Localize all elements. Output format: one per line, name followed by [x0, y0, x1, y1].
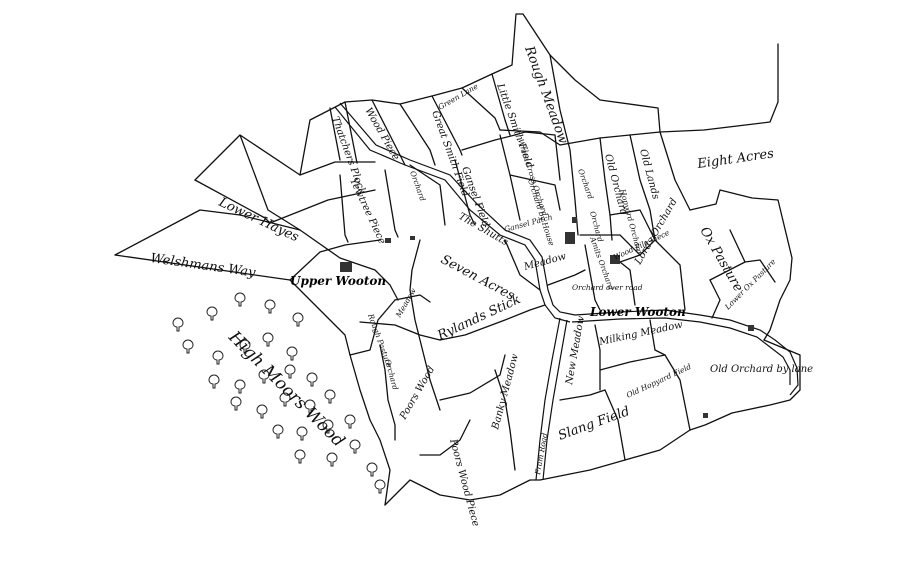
tree-icon: [234, 292, 246, 307]
tree-icon: [264, 299, 276, 314]
tree-icon: [182, 339, 194, 354]
field-welshmans-way: Welshmans Way: [149, 251, 256, 281]
tree-icon: [366, 462, 378, 477]
building: [340, 262, 352, 272]
field-lower-hayes: Lower Hayes: [215, 195, 301, 246]
building: [610, 255, 620, 264]
tree-icon: [279, 392, 291, 407]
tree-icon: [272, 424, 284, 439]
field-thatchers-plock: Thatchers Plock: [329, 115, 367, 196]
field-poors-wood: Poors Wood: [398, 364, 438, 422]
tree-icon: [322, 419, 334, 434]
field-old-orchard-by-lane: Old Orchard by lane: [710, 364, 813, 375]
field-fram-road: Fram Road: [533, 432, 549, 476]
building: [703, 413, 708, 418]
tree-icon: [262, 332, 274, 347]
tree-icon: [374, 479, 386, 494]
field-old-lands: Old Lands: [637, 148, 661, 201]
building: [572, 217, 577, 223]
tree-icon: [344, 414, 356, 429]
woodland-trees: [172, 292, 386, 494]
field-great-smith-field: Great Smith Field: [429, 109, 470, 198]
tree-icon: [324, 389, 336, 404]
tree-icon: [326, 452, 338, 467]
tree-icon: [234, 379, 246, 394]
tree-icon: [172, 317, 184, 332]
field-milking-meadow: Milking Meadow: [597, 319, 684, 348]
field-ox-pasture: Ox Pasture: [697, 225, 746, 295]
tree-icon: [256, 404, 268, 419]
tree-icon: [292, 312, 304, 327]
tree-icon: [304, 399, 316, 414]
buildings: [340, 217, 754, 418]
tree-icon: [296, 426, 308, 441]
building: [410, 236, 415, 240]
field-boundaries: [114, 13, 801, 506]
place-lower-wooton: Lower Wooton: [589, 305, 686, 319]
field-yewtree-piece: Yewtree Piece: [347, 177, 387, 246]
building: [565, 232, 575, 244]
tree-icon: [212, 350, 224, 365]
field-orchard-mid: Orchard: [576, 168, 595, 201]
tree-icon: [349, 439, 361, 454]
tree-icon: [239, 339, 251, 354]
field-banky-meadow: Banky Meadow: [490, 352, 521, 431]
place-upper-wooton: Upper Wooton: [290, 274, 386, 288]
place-names: Upper Wooton Lower Wooton: [290, 274, 686, 319]
tree-icon: [230, 396, 242, 411]
tree-icon: [208, 374, 220, 389]
tree-icon: [306, 372, 318, 387]
field-eight-acres: Eight Acres: [695, 146, 775, 172]
tree-icon: [206, 306, 218, 321]
building: [385, 238, 391, 243]
tree-icon: [258, 369, 270, 384]
field-orchard-over-road: Orchard over road: [572, 283, 643, 292]
tree-icon: [284, 364, 296, 379]
field-seven-acres: Seven Acres: [438, 252, 517, 304]
building: [748, 325, 754, 331]
field-new-meadow: New Meadow: [564, 315, 587, 387]
field-rough-meadow: Rough Meadow: [521, 43, 571, 146]
field-poors-wood-piece: Poors Wood Piece: [447, 437, 481, 528]
field-wood-piece: Wood Piece: [362, 106, 401, 162]
field-labels: Lower Hayes Welshmans Way High Moors Woo…: [149, 43, 813, 528]
field-lords-orchard: Lords Orchard: [633, 197, 680, 268]
tree-icon: [286, 346, 298, 361]
field-green-lane: Green Lane: [437, 81, 480, 111]
tree-icon: [294, 449, 306, 464]
